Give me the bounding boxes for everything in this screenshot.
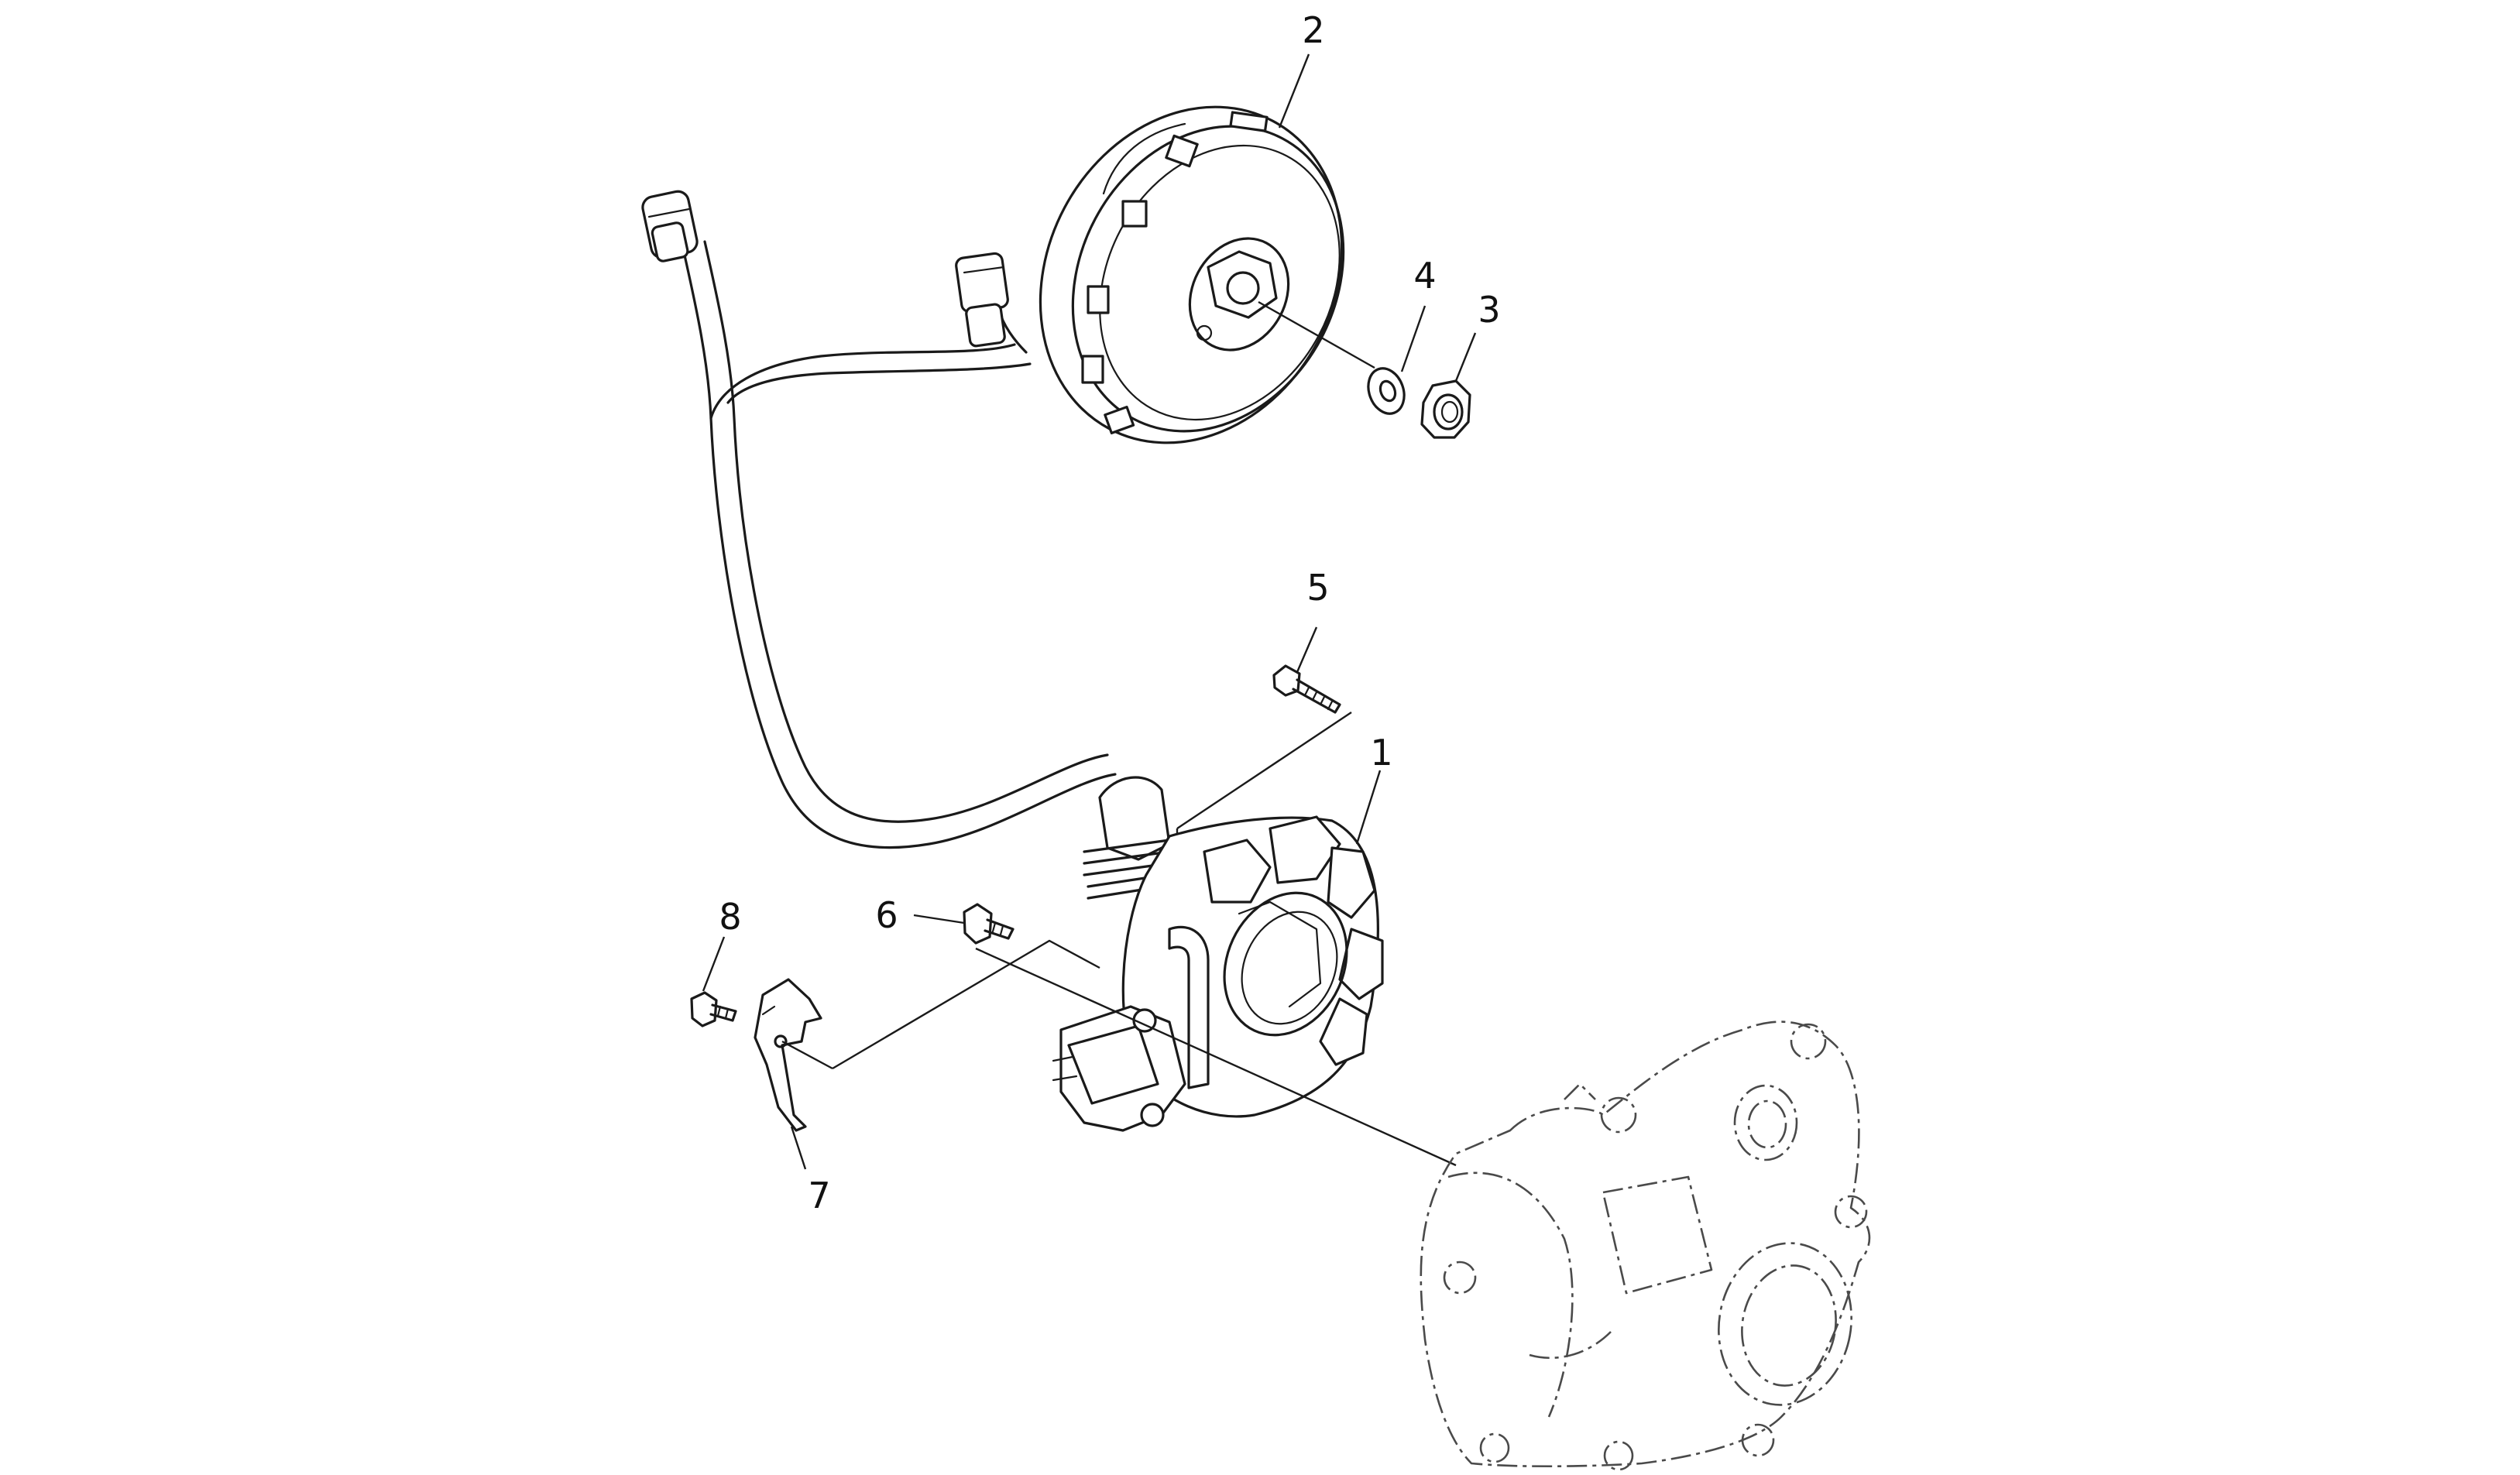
stator-assembly bbox=[1083, 776, 1384, 1118]
callout-8: 8 bbox=[719, 896, 741, 938]
pickup-screw bbox=[963, 903, 1015, 945]
callout-6: 6 bbox=[875, 894, 898, 936]
callout-3: 3 bbox=[1478, 289, 1500, 331]
connector-left bbox=[641, 190, 699, 262]
flywheel-rotor bbox=[1039, 105, 1345, 444]
callout-2: 2 bbox=[1302, 9, 1324, 51]
callout-5: 5 bbox=[1306, 567, 1329, 609]
clamp-screw bbox=[690, 991, 737, 1027]
callout-7: 7 bbox=[808, 1175, 830, 1216]
callout-leaders bbox=[702, 53, 1477, 1170]
washer bbox=[1367, 367, 1406, 415]
crankcase-cover-phantom bbox=[1420, 1020, 1871, 1471]
callout-1: 1 bbox=[1370, 732, 1392, 774]
connector-right bbox=[955, 252, 1009, 348]
pickup-coil bbox=[1052, 1005, 1186, 1132]
flywheel-nut bbox=[1420, 379, 1471, 439]
wiring-harness bbox=[680, 240, 1117, 849]
callout-4: 4 bbox=[1413, 255, 1436, 297]
stator-bolt bbox=[1272, 664, 1341, 714]
wire-clamp-plate bbox=[754, 978, 822, 1132]
